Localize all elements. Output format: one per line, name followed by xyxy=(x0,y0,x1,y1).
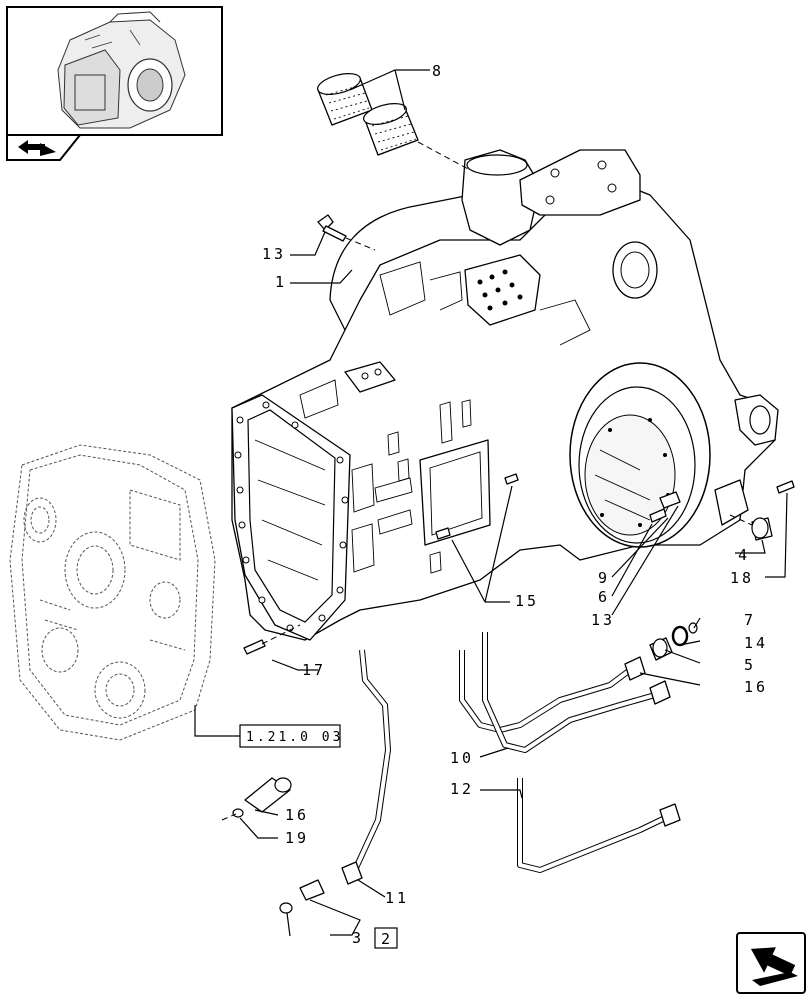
callout-12: 12 xyxy=(450,780,474,798)
callout-16-right: 18 xyxy=(730,569,754,587)
plug-part-4[interactable] xyxy=(751,517,773,541)
fitting-part-5[interactable] xyxy=(649,637,673,661)
washer-part-19[interactable] xyxy=(232,808,244,818)
kit-box-label: 2 xyxy=(381,930,393,948)
page-reference-box[interactable]: 1.21.0 03 xyxy=(239,724,343,748)
callout-14: 14 xyxy=(744,634,768,652)
book-arrow-icon[interactable] xyxy=(6,134,83,161)
dowel-part-16-right[interactable] xyxy=(776,480,795,494)
callout-3: 3 xyxy=(352,929,364,947)
main-housing xyxy=(231,149,779,641)
dowel-part-15[interactable] xyxy=(435,473,519,540)
thumbnail-housing-image xyxy=(57,11,186,129)
pipe-part-11[interactable] xyxy=(341,649,391,885)
thumbnail-panel[interactable] xyxy=(6,6,223,136)
adjacent-housing-ghost xyxy=(9,444,216,741)
callout-18: 16 xyxy=(285,806,309,824)
dowel-part-6[interactable] xyxy=(649,508,667,523)
callout-5: 5 xyxy=(744,656,756,674)
callout-8: 8 xyxy=(432,62,444,80)
leader-lines xyxy=(194,69,788,937)
page-reference-label: 1.21.0 03 xyxy=(246,730,343,745)
callout-15: 15 xyxy=(515,592,539,610)
fitting-part-3[interactable] xyxy=(279,879,325,914)
dowel-part-16-left[interactable] xyxy=(243,639,266,655)
pipe-part-10[interactable] xyxy=(459,632,671,753)
callout-4: 4 xyxy=(738,546,750,564)
callout-6: 6 xyxy=(598,588,610,606)
callout-7: 7 xyxy=(744,611,756,629)
kit-reference-box[interactable]: 2 xyxy=(374,927,398,949)
callout-1: 1 xyxy=(275,273,287,291)
bolt-part-13-top[interactable] xyxy=(317,214,347,242)
callout-13-top: 13 xyxy=(262,245,286,263)
callout-13-right: 13 xyxy=(591,611,615,629)
callout-11: 11 xyxy=(385,889,409,907)
bushing-part-8[interactable] xyxy=(315,70,419,156)
pipe-part-12[interactable] xyxy=(517,778,681,873)
callout-19: 19 xyxy=(285,829,309,847)
arrow-next-icon[interactable] xyxy=(736,932,806,994)
callout-9: 9 xyxy=(598,569,610,587)
bolt-part-13-right[interactable] xyxy=(659,491,681,509)
seal-ring-part-14[interactable] xyxy=(671,625,689,647)
callout-10: 10 xyxy=(450,749,474,767)
callout-16-left: 17 xyxy=(302,661,326,679)
filter-part-18[interactable] xyxy=(244,777,292,813)
callout-17: 16 xyxy=(744,678,768,696)
callout-labels: 8 13 1 17 15 9 6 13 4 18 7 14 5 16 10 12… xyxy=(262,62,768,947)
